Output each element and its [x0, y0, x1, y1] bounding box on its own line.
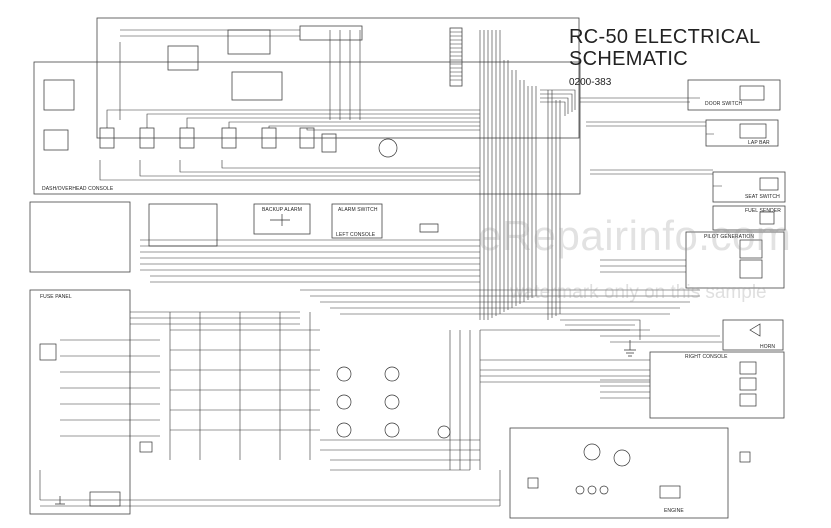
door-switch-box [687, 79, 781, 111]
right-console-box [649, 351, 785, 419]
schematic-title-line2: SCHEMATIC [569, 48, 688, 71]
alarm-switch-box [331, 203, 383, 239]
backup-alarm-box [253, 203, 311, 235]
title-block: RC-50 ELECTRICAL SCHEMATIC 0200-383 [569, 26, 761, 88]
legend-table-box [29, 201, 131, 273]
pilot-generation-box [685, 231, 785, 289]
fuse-panel-label: FUSE PANEL [40, 294, 72, 300]
door-switch-label: DOOR SWITCH [705, 101, 743, 107]
schematic-title-line1: RC-50 ELECTRICAL [569, 26, 761, 48]
fuel-sender-label: FUEL SENDER [745, 208, 781, 214]
alarm-switch-label: ALARM SWITCH [338, 207, 378, 213]
fuse-panel-box [29, 289, 131, 515]
top-wiring-block [96, 17, 580, 139]
dash-console-label: DASH/OVERHEAD CONSOLE [42, 186, 114, 192]
dash-console-box [33, 61, 581, 195]
horn-label: HORN [760, 344, 776, 350]
engine-box [509, 427, 729, 519]
fuel-sender-box [712, 205, 786, 231]
left-console-label: LEFT CONSOLE [336, 232, 376, 238]
seat-switch-box [712, 171, 786, 203]
backup-alarm-label: BACKUP ALARM [262, 207, 303, 213]
document-number: 0200-383 [569, 76, 612, 88]
horn-box [722, 319, 784, 351]
right-console-label: RIGHT CONSOLE [685, 354, 728, 360]
seat-switch-label: SEAT SWITCH [745, 194, 780, 200]
lap-bar-box [705, 119, 779, 147]
pilot-generation-label: PILOT GENERATION [704, 234, 755, 240]
lap-bar-label: LAP BAR [748, 140, 770, 146]
engine-label: ENGINE [664, 508, 684, 514]
